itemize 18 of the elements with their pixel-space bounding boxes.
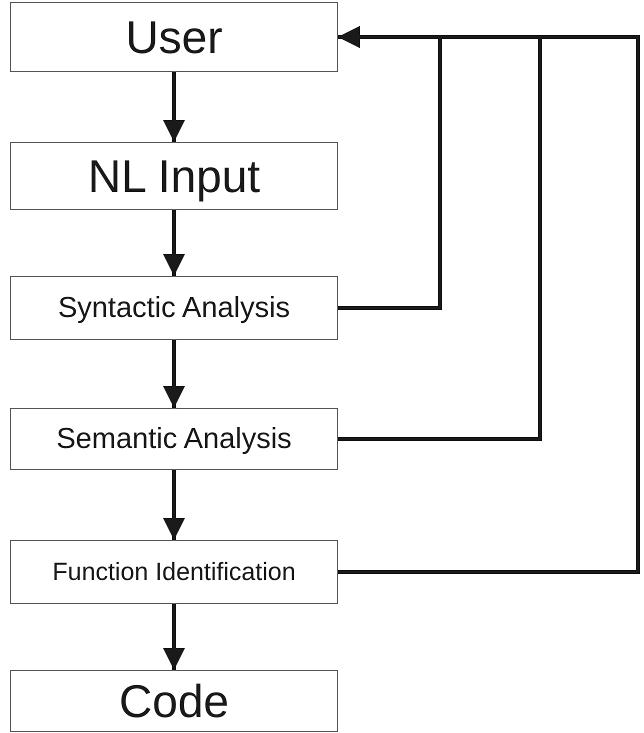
- box-label: User: [125, 14, 223, 60]
- arrow: [163, 210, 185, 276]
- process-box: [10, 670, 338, 732]
- process-box: [10, 408, 338, 470]
- arrow: [163, 340, 185, 408]
- arrow: [163, 470, 185, 540]
- arrow: [163, 72, 185, 142]
- box-label: Code: [119, 678, 229, 724]
- arrow: [163, 604, 185, 670]
- process-box: [10, 2, 338, 72]
- arrow: [338, 26, 640, 574]
- box-label: Syntactic Analysis: [58, 294, 290, 322]
- box-label: Function Identification: [52, 560, 296, 584]
- box-label: Semantic Analysis: [56, 424, 292, 454]
- process-box: [10, 142, 338, 210]
- process-box: [10, 540, 338, 604]
- box-label: NL Input: [88, 153, 260, 199]
- process-box: [10, 276, 338, 340]
